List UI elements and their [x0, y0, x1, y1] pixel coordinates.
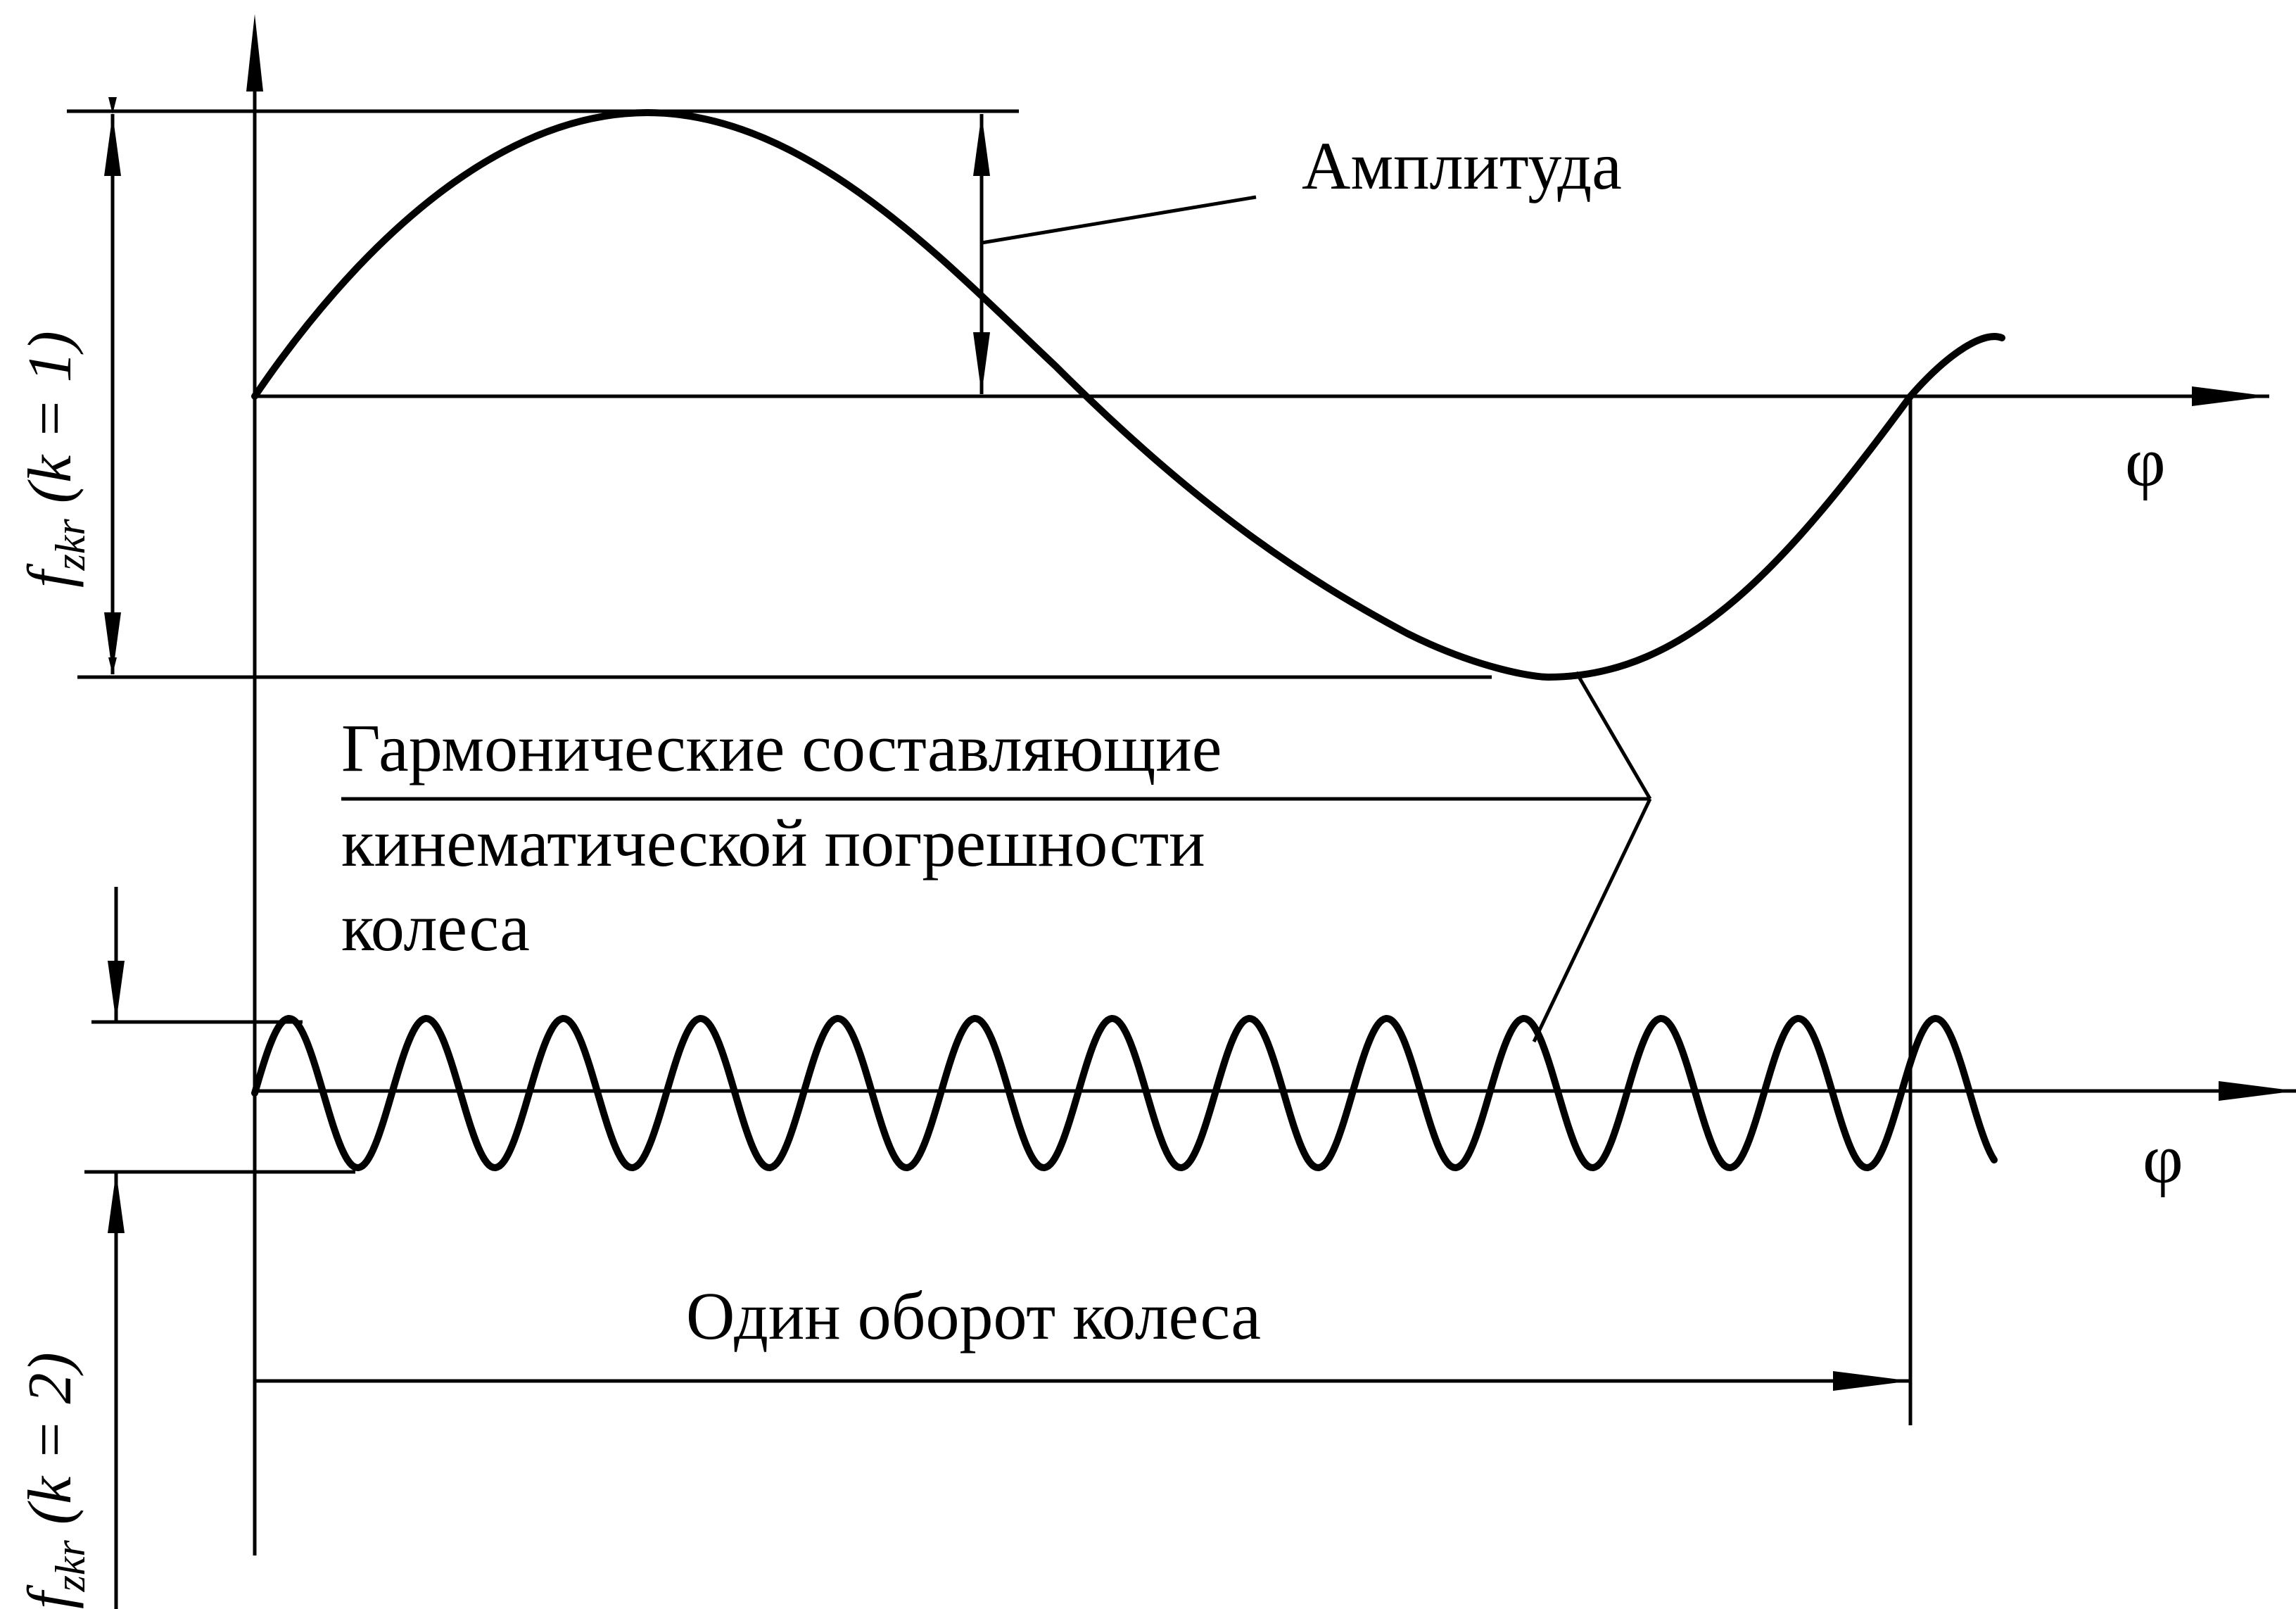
phi-label-bottom: φ: [2143, 1120, 2183, 1198]
phi-label-top: φ: [2125, 423, 2166, 501]
one-revolution-label: Один оборот колеса: [686, 1278, 1261, 1354]
small-arrow-up: [108, 1172, 125, 1233]
harmonic-leader-bottom: [1532, 797, 1652, 1043]
axis-label-k2: fzkr (k = 2): [16, 1352, 94, 1609]
axis-label-k1: fzkr (k = 1): [16, 331, 94, 588]
amplitude-leader: [981, 195, 1257, 245]
range-arrow-down: [104, 612, 121, 674]
small-arrow-down: [108, 961, 125, 1022]
vertical-axis-arrow: [246, 14, 263, 92]
harmonic-label-line-3: колеса: [341, 890, 530, 965]
harmonic-leader-top: [1574, 671, 1652, 800]
range-arrow-up: [104, 114, 121, 176]
harmonic-label-line-2: кинематической погрешности: [341, 805, 1205, 881]
amplitude-label: Амплитуда: [1302, 128, 1622, 203]
harmonic-curve-k1: [251, 109, 2005, 681]
harmonic-curve-k2: [251, 1015, 1998, 1171]
harmonic-label-line-1: Гармонические составляющие: [341, 710, 1222, 785]
amplitude-arrow-down: [973, 332, 990, 394]
amplitude-arrow-up: [973, 114, 990, 176]
